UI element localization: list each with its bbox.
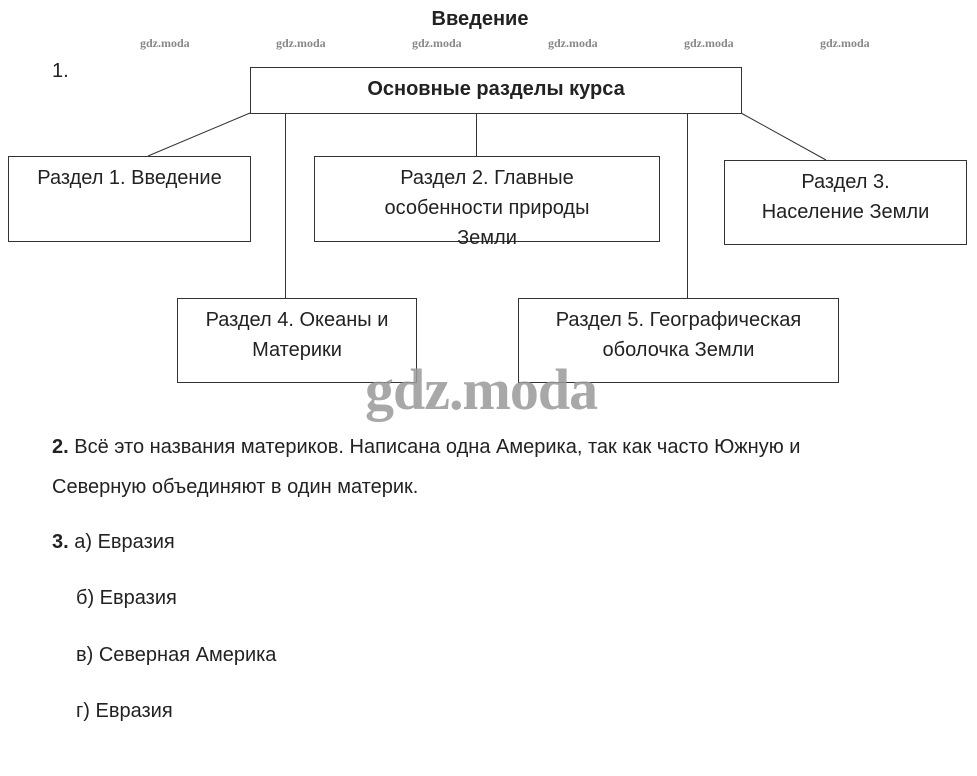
section-box-2: Раздел 2. Главные особенности природы Зе…: [314, 156, 660, 249]
answer-2-line-2: Северную объединяют в один материк.: [52, 476, 419, 498]
question-3-number: 3.: [52, 531, 69, 553]
watermark-large: gdz.moda: [365, 357, 598, 422]
watermark: gdz.moda: [276, 36, 326, 50]
watermark: gdz.moda: [140, 36, 190, 50]
watermark: gdz.moda: [548, 36, 598, 50]
connector: [147, 112, 251, 157]
answer-2-line-1: Всё это названия материков. Написана одн…: [74, 436, 801, 458]
page-title: Введение: [431, 8, 529, 30]
section-box-1: Раздел 1. Введение: [8, 156, 251, 242]
section-box-3: Раздел 3. Население Земли: [724, 160, 967, 245]
section-box-4: Раздел 4. Океаны и Материки: [177, 298, 417, 383]
answer-3b: б) Евразия: [76, 587, 177, 609]
connector: [740, 112, 827, 161]
question-2-number: 2.: [52, 436, 69, 458]
watermark: gdz.moda: [684, 36, 734, 50]
diagram-root-box: Основные разделы курса: [250, 67, 742, 114]
answer-3d: г) Евразия: [76, 700, 173, 722]
watermark: gdz.moda: [412, 36, 462, 50]
section-box-5: Раздел 5. Географическая оболочка Земли: [518, 298, 839, 383]
question-3: 3. а) Евразия: [52, 531, 175, 554]
watermark: gdz.moda: [820, 36, 870, 50]
question-1-number: 1.: [52, 60, 69, 82]
answer-3c: в) Северная Америка: [76, 644, 277, 666]
question-2: 2. Всё это названия материков. Написана …: [52, 436, 800, 459]
answer-3a: а) Евразия: [74, 531, 175, 553]
diagram-connectors: [147, 112, 827, 298]
